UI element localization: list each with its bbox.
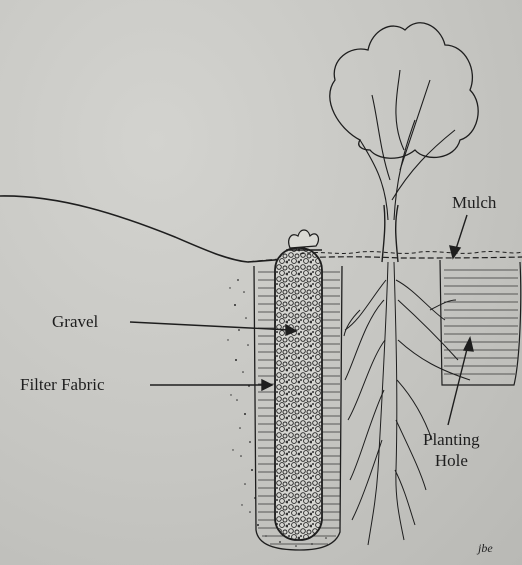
filter-fabric-label: Filter Fabric	[20, 375, 105, 394]
gravel-label: Gravel	[52, 312, 98, 331]
mulch-line	[300, 252, 522, 254]
artist-signature: jbe	[478, 541, 493, 556]
ground-slope-line	[0, 196, 300, 262]
mulch-label: Mulch	[452, 193, 496, 212]
tree-trunk	[382, 205, 398, 262]
tree-canopy	[330, 23, 478, 158]
gravel-arrow	[130, 322, 290, 330]
gravel-tube	[275, 248, 322, 540]
planting-hole-label-line2: Hole	[423, 450, 480, 471]
planting-hole-label-line1: Planting	[423, 429, 480, 450]
mulch-arrow	[455, 215, 467, 252]
tree-roots	[344, 262, 470, 545]
canopy-branches	[360, 70, 455, 220]
planting-hole-label: Planting Hole	[423, 429, 480, 471]
fabric-tie	[289, 230, 319, 248]
planting-hole-hatching	[444, 270, 518, 374]
